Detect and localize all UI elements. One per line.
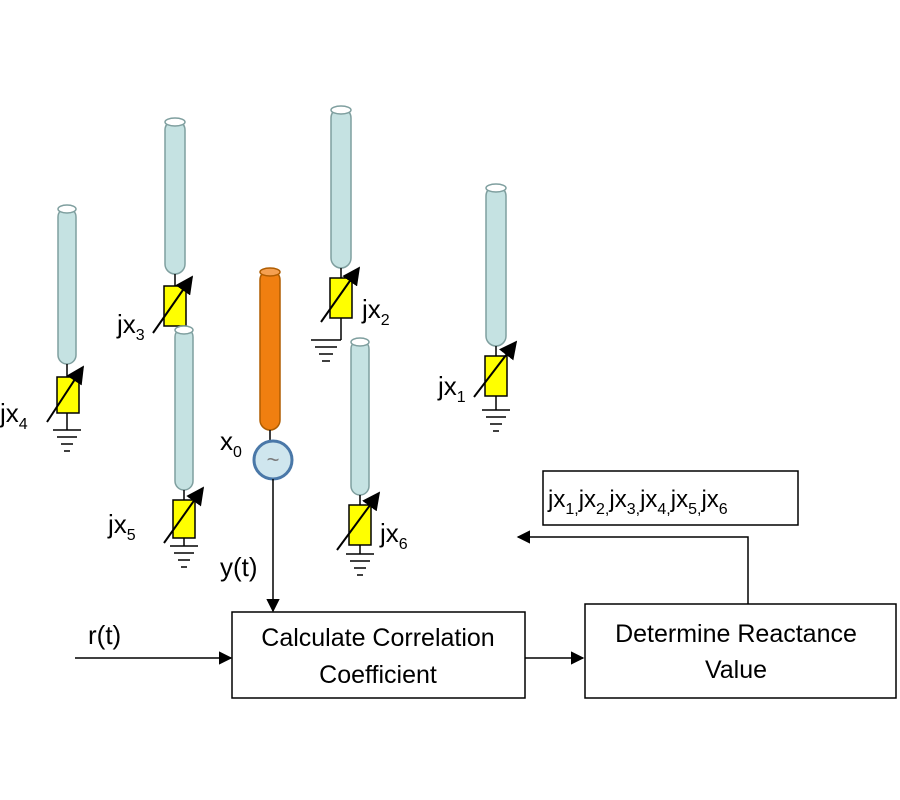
correlation-box: Calculate Correlation Coefficient <box>231 611 526 699</box>
ground-icon <box>346 553 374 576</box>
jx6-label: jx6 <box>379 518 408 553</box>
variable-reactance-icon <box>46 365 84 423</box>
reactance-output-box: jx1,jx2,jx3,jx4,jx5,jx6 <box>542 470 799 526</box>
ac-source-icon: ~ <box>252 439 294 481</box>
parasitic-rod-2-top <box>330 105 352 115</box>
output-jx-4: jx <box>639 486 657 513</box>
output-jx-3: jx <box>608 486 626 513</box>
active-rod-top <box>259 267 281 277</box>
x0-label: x0 <box>220 426 242 461</box>
parasitic-rod-6 <box>350 339 370 496</box>
reactance-output-text: jx1,jx2,jx3,jx4,jx5,jx6 <box>547 486 728 518</box>
parasitic-rod-2 <box>330 107 352 269</box>
output-jx-sub-4: 4, <box>657 501 670 518</box>
parasitic-rod-5 <box>174 327 194 491</box>
parasitic-rod-1 <box>485 185 507 347</box>
jx5-label: jx5 <box>107 509 136 544</box>
parasitic-rod-6-top <box>350 337 370 347</box>
output-jx-6: jx <box>700 486 718 513</box>
output-jx-sub-3: 3, <box>627 501 640 518</box>
jx1-label: jx1 <box>437 371 466 406</box>
jx4-label: jx4 <box>0 398 28 433</box>
parasitic-rod-5-top <box>174 325 194 335</box>
parasitic-element-1: jx1 <box>437 183 518 432</box>
parasitic-element-2: jx2 <box>311 105 390 362</box>
parasitic-rod-3 <box>164 119 186 275</box>
feedback-line <box>516 530 749 604</box>
correlation-box-line1: Calculate Correlation <box>261 624 494 652</box>
ground-icon <box>311 339 341 362</box>
output-jx-2: jx <box>578 486 596 513</box>
variable-reactance-icon <box>152 275 194 334</box>
output-jx-1: jx <box>547 486 565 513</box>
parasitic-element-4: jx4 <box>0 204 84 452</box>
ground-icon <box>53 429 81 452</box>
parasitic-element-3: jx3 <box>116 117 194 344</box>
parasitic-rod-4-top <box>57 204 77 214</box>
y-t-label: y(t) <box>220 552 258 582</box>
parasitic-rod-1-top <box>485 183 507 193</box>
parasitic-rod-3-top <box>164 117 186 127</box>
ground-icon <box>170 545 198 568</box>
jx3-label: jx3 <box>116 309 145 344</box>
output-jx-sub-1: 1, <box>565 501 578 518</box>
active-element: ~ x0 <box>220 267 294 481</box>
correlation-box-line2: Coefficient <box>319 661 437 689</box>
parasitic-element-5: jx5 <box>107 325 205 568</box>
jx2-label: jx2 <box>361 294 390 329</box>
reactance-box: Determine Reactance Value <box>584 603 897 699</box>
variable-reactance-icon <box>473 340 518 398</box>
ground-icon <box>482 409 510 432</box>
variable-reactance-icon <box>163 486 205 544</box>
parasitic-element-6: jx6 <box>336 337 408 576</box>
output-jx-5: jx <box>670 486 688 513</box>
variable-reactance-icon <box>320 266 361 323</box>
source-symbol: ~ <box>267 447 280 472</box>
reactance-box-line1: Determine Reactance <box>615 620 857 648</box>
output-jx-sub-2: 2, <box>596 501 609 518</box>
r-t-label: r(t) <box>88 620 121 650</box>
active-rod <box>259 269 281 431</box>
variable-reactance-icon <box>336 491 381 551</box>
parasitic-rod-4 <box>57 207 77 365</box>
output-jx-sub-6: 6 <box>719 501 728 518</box>
reactance-box-line2: Value <box>705 656 767 684</box>
output-jx-sub-5: 5, <box>688 501 701 518</box>
